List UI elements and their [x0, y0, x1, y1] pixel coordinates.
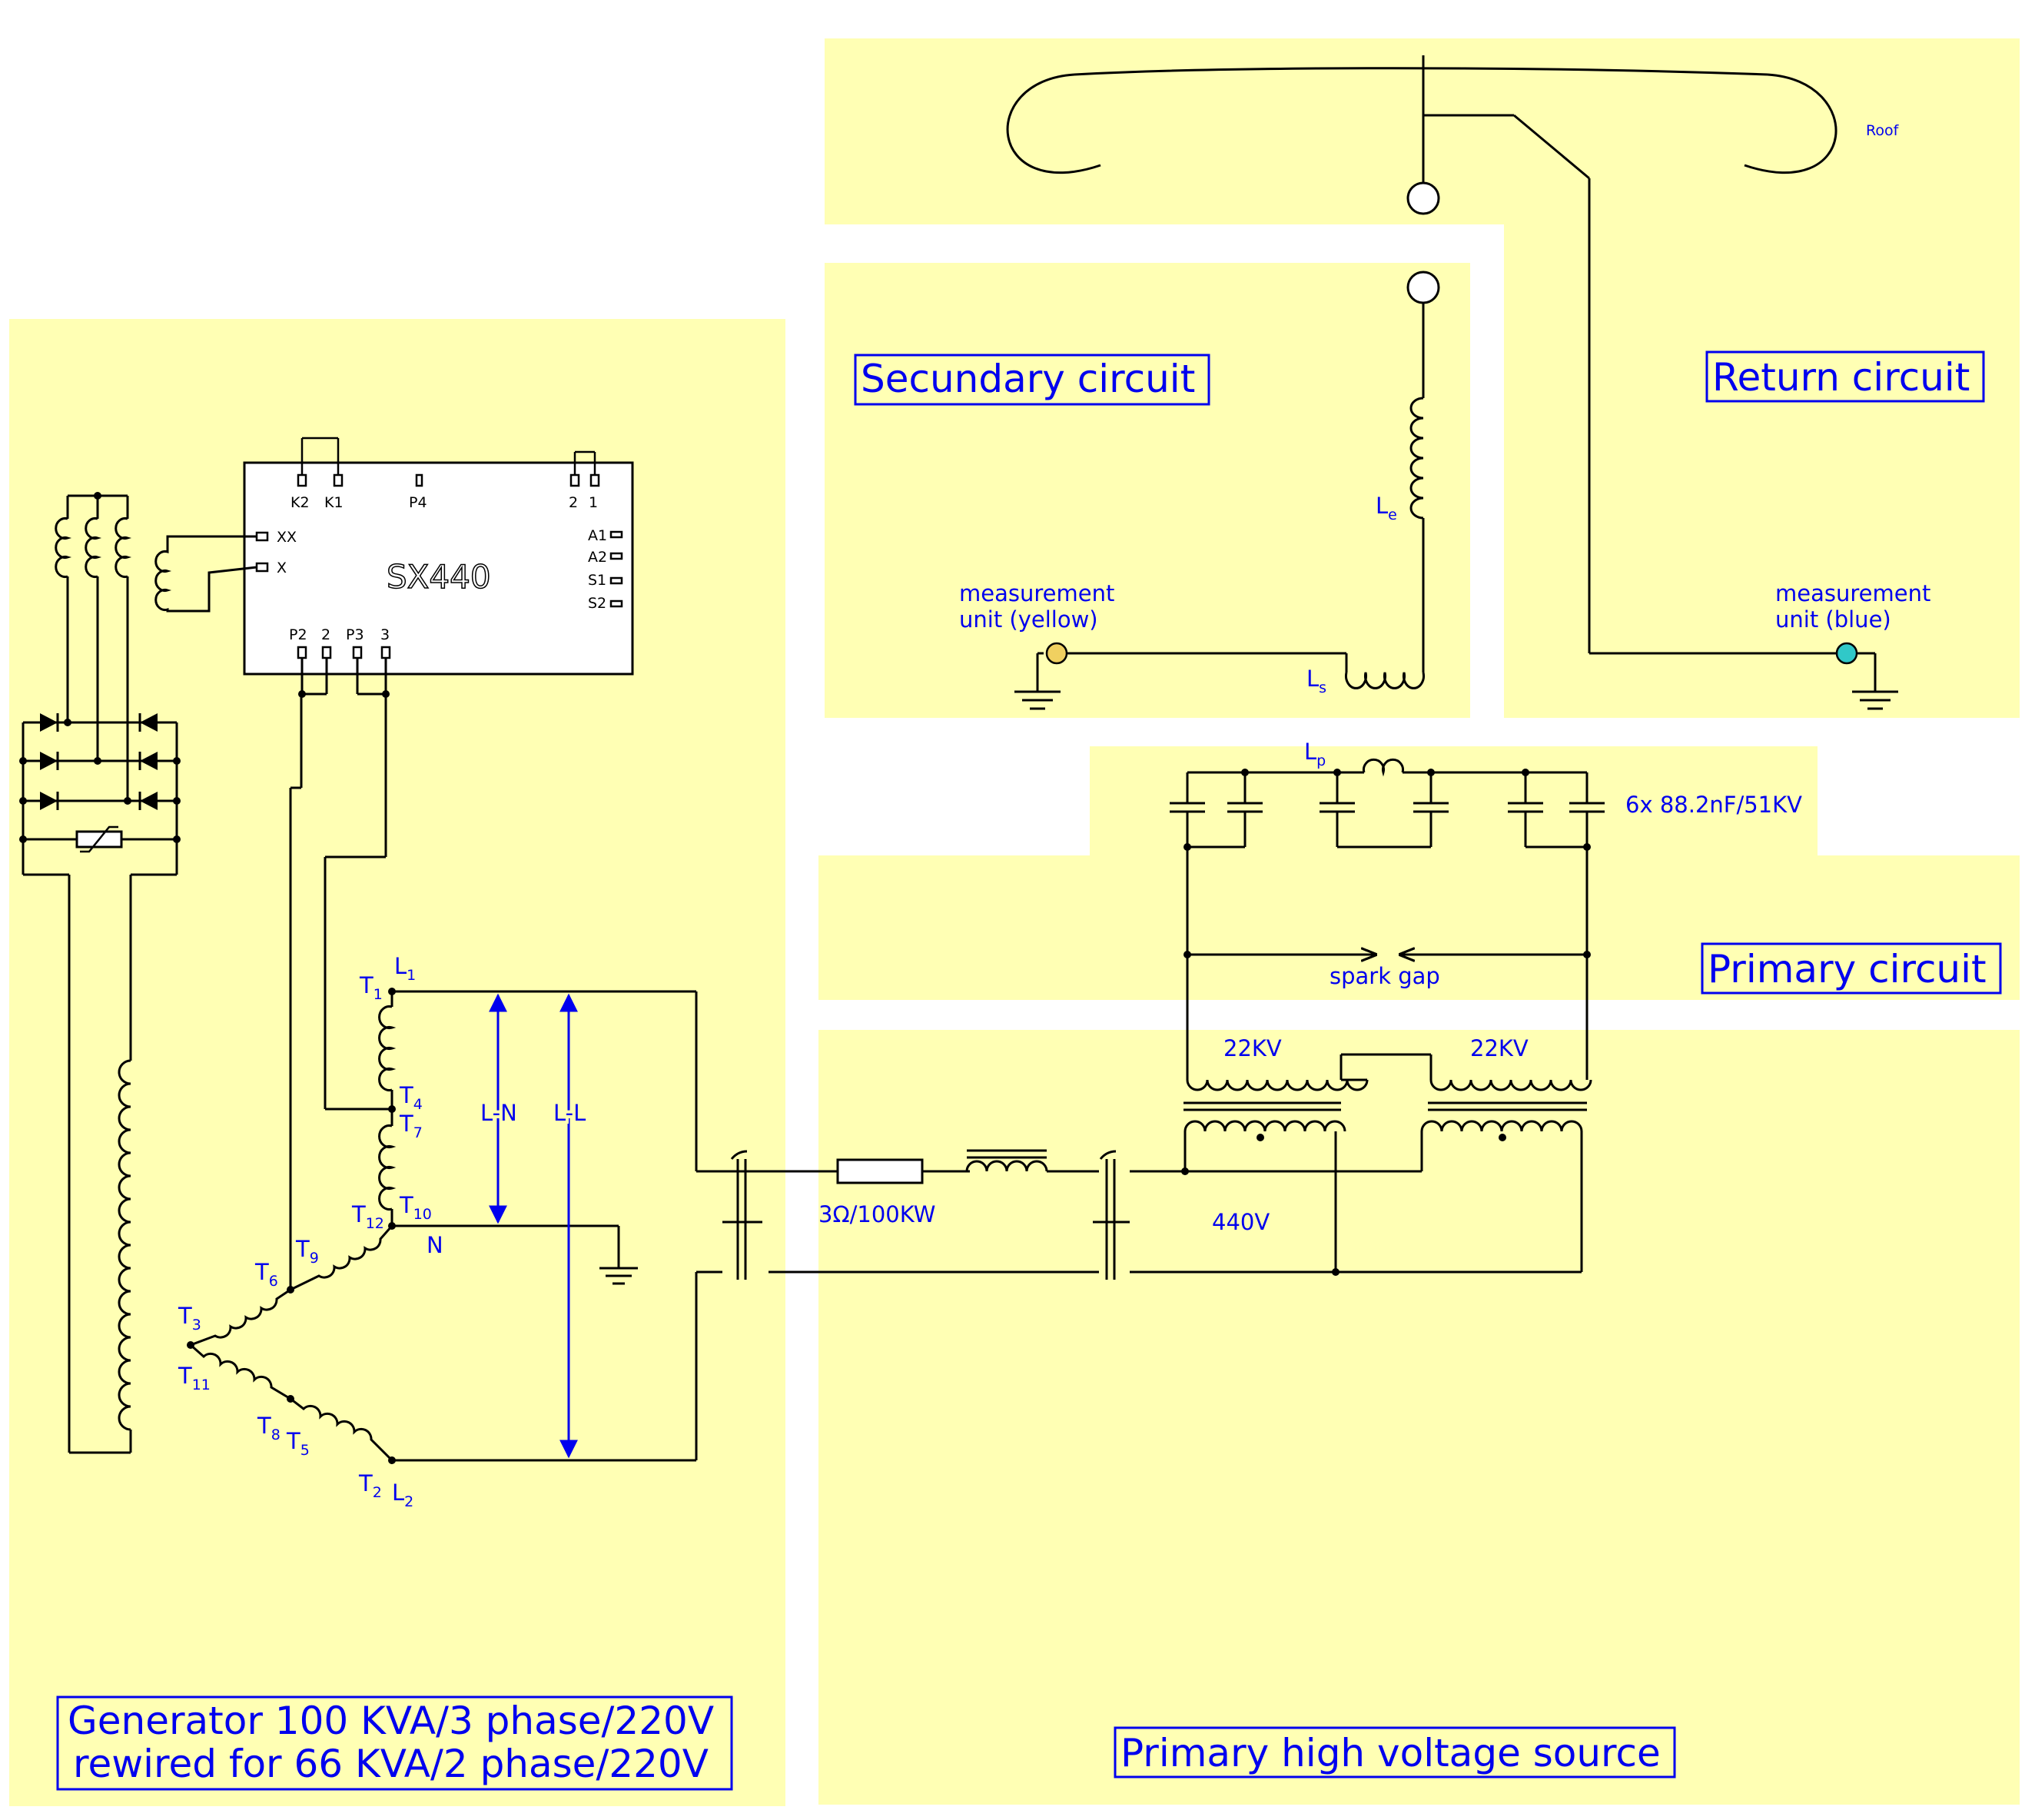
ll-label: L-L [553, 1100, 586, 1126]
svg-text:P2: P2 [289, 626, 307, 643]
meas-yellow-line1: measurement [959, 580, 1114, 606]
svg-text:T4: T4 [399, 1082, 423, 1113]
meas-yellow-line2: unit (yellow) [959, 606, 1098, 633]
rectifier-diodes [19, 492, 181, 843]
hv-source-title: Primary high voltage source [1120, 1731, 1661, 1775]
svg-text:L2: L2 [392, 1480, 413, 1510]
primary-title: Primary circuit [1708, 947, 1987, 991]
spark-gap-label: spark gap [1330, 963, 1440, 989]
topload-terminal [1406, 181, 1440, 215]
measurement-unit-yellow [1045, 642, 1068, 665]
region-secondary [825, 263, 1470, 718]
hv-transformers [722, 1053, 1592, 1280]
n-label: N [427, 1232, 443, 1258]
generator-title-line1: Generator 100 KVA/3 phase/220V [68, 1699, 714, 1743]
sx440-regulator [243, 461, 634, 676]
secondary-wiring [1014, 303, 1425, 710]
roof-label: Roof [1866, 122, 1900, 139]
ln-label: L-N [480, 1100, 517, 1126]
svg-text:T1: T1 [359, 972, 383, 1003]
terminal-labels: L1 T1 T4 T7 T10 T12 T9 T6 T3 T11 T8 T5 T… [178, 953, 432, 1510]
svg-text:T12: T12 [351, 1201, 384, 1232]
svg-text:T10: T10 [399, 1192, 432, 1223]
region-titles: Secundary circuit Return circuit Primary… [56, 350, 2002, 1791]
hv-junctions [1181, 1134, 1506, 1276]
resistor-3-ohm [836, 1158, 924, 1184]
svg-text:K2: K2 [290, 494, 310, 511]
primary-junctions [1183, 769, 1591, 958]
svg-text:2: 2 [321, 626, 330, 643]
resistor-label: 3Ω/100KW [818, 1201, 935, 1227]
measurement-unit-blue [1835, 642, 1858, 665]
region-return [1504, 224, 2020, 718]
region-backgrounds [9, 38, 2020, 1806]
svg-text:T7: T7 [399, 1111, 423, 1141]
le-label: Le [1376, 493, 1397, 523]
ls-label: Ls [1306, 666, 1326, 696]
region-hv-source [818, 1030, 2020, 1805]
svg-text:S1: S1 [588, 572, 606, 589]
svg-text:XX: XX [277, 529, 297, 546]
svg-text:T11: T11 [178, 1363, 211, 1393]
kv-right-label: 22KV [1470, 1035, 1529, 1061]
caps-label: 6x 88.2nF/51KV [1625, 792, 1802, 818]
svg-text:P4: P4 [409, 494, 427, 511]
svg-text:K1: K1 [324, 494, 344, 511]
meas-blue-line2: unit (blue) [1775, 606, 1891, 633]
svg-text:T9: T9 [295, 1236, 319, 1267]
svg-text:A1: A1 [588, 527, 607, 544]
kv-left-label: 22KV [1223, 1035, 1282, 1061]
stator-junctions [187, 690, 396, 1464]
svg-text:S2: S2 [588, 595, 606, 612]
meas-blue-line1: measurement [1775, 580, 1930, 606]
sx440-name: SX440 [387, 558, 491, 596]
region-primary [818, 746, 2020, 1000]
lp-label: Lp [1304, 739, 1326, 769]
svg-text:T3: T3 [178, 1303, 201, 1333]
roof-structure [1006, 55, 1844, 655]
sx440-pin-labels: K2 K1 P4 2 1 XX X A1 A2 S1 S2 P2 2 P3 3 [277, 494, 607, 643]
svg-text:L1: L1 [394, 953, 416, 984]
svg-text:T8: T8 [257, 1413, 281, 1443]
svg-text:2: 2 [569, 494, 578, 511]
svg-text:A2: A2 [588, 549, 607, 566]
secondary-top-terminal [1406, 271, 1440, 304]
v440-label: 440V [1212, 1209, 1270, 1235]
svg-text:3: 3 [380, 626, 390, 643]
return-title: Return circuit [1712, 355, 1970, 400]
svg-text:T2: T2 [358, 1470, 382, 1501]
secondary-title: Secundary circuit [861, 357, 1195, 401]
svg-text:1: 1 [589, 494, 598, 511]
svg-text:T6: T6 [254, 1259, 278, 1290]
svg-text:T5: T5 [286, 1428, 310, 1459]
generator-title-line2: rewired for 66 KVA/2 phase/220V [73, 1742, 709, 1786]
svg-text:P3: P3 [346, 626, 364, 643]
svg-text:X: X [277, 560, 287, 576]
